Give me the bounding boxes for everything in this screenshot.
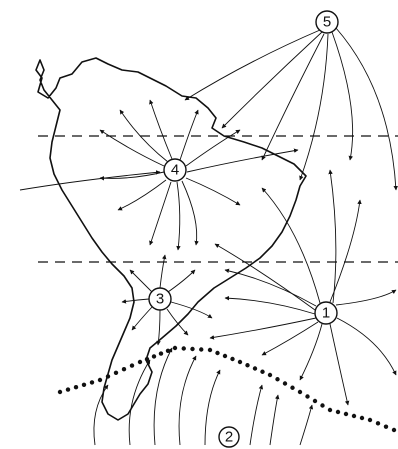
center-4: 4	[163, 158, 187, 182]
flow-arrow-4-6	[181, 180, 199, 246]
center-1: 1	[314, 301, 338, 325]
flow-arrow-1-4	[261, 321, 319, 356]
flow-arrow-4-4	[186, 148, 299, 173]
flow-arrow-4-0	[119, 109, 169, 163]
flow-arrow-5-0	[184, 29, 321, 101]
flow-arrow-2-1	[128, 359, 151, 446]
flow-arrow-4-3	[185, 129, 241, 167]
airflow-arrows	[19, 27, 398, 446]
flow-arrow-2-7	[299, 404, 314, 446]
center-4-label: 4	[171, 162, 179, 179]
center-3-label: 3	[156, 291, 164, 308]
center-2: 2	[218, 426, 240, 448]
polar-front-dotted-line	[57, 345, 397, 433]
flow-arrow-3-1	[159, 254, 167, 289]
flow-arrow-4-1	[149, 99, 173, 160]
center-2-label: 2	[225, 429, 233, 446]
flow-arrow-4-5	[185, 177, 241, 206]
flow-arrow-1-5	[299, 323, 323, 381]
flow-arrow-1-2	[224, 295, 316, 315]
flow-arrow-2-5	[249, 384, 264, 446]
flow-arrow-1-6	[329, 323, 350, 406]
flow-arrow-2-4	[204, 369, 221, 446]
flow-arrow-4-7	[176, 181, 181, 251]
flow-arrow-5-4	[331, 31, 354, 161]
center-5-label: 5	[323, 14, 331, 31]
flow-arrow-3-6	[131, 306, 153, 331]
flow-arrow-3-0	[129, 269, 153, 293]
flow-arrow-3-7	[121, 298, 150, 304]
flow-arrow-4-11	[99, 129, 165, 167]
flow-arrow-1-1	[224, 268, 317, 307]
flow-arrow-4-9	[117, 179, 167, 211]
flow-arrow-5-5	[335, 27, 398, 191]
flow-arrow-3-3	[170, 301, 213, 319]
south-america-coastline	[35, 57, 307, 421]
flow-arrow-3-5	[156, 309, 161, 346]
center-1-label: 1	[322, 305, 330, 322]
flow-arrow-4-8	[149, 181, 172, 246]
flow-arrow-4-2	[179, 109, 199, 161]
flow-arrow-5-1	[221, 31, 323, 129]
flow-arrow-3-2	[167, 269, 196, 293]
flow-arrow-3-4	[166, 308, 189, 336]
center-5: 5	[315, 10, 339, 34]
flow-arrow-1-10	[329, 199, 362, 303]
flow-arrow-1-8	[335, 289, 397, 306]
flow-arrow-5-3	[299, 33, 329, 181]
flow-arrow-5-2	[261, 33, 325, 161]
flow-arrow-2-0	[93, 384, 109, 446]
flow-arrow-1-7	[336, 317, 397, 376]
flow-arrow-1-3	[209, 317, 317, 340]
flow-arrow-2-3	[178, 355, 197, 446]
flow-arrow-1-9	[328, 169, 337, 304]
flow-arrow-1-11	[261, 187, 321, 304]
flow-arrow-2-6	[269, 394, 280, 446]
flow-arrow-2-2	[153, 347, 173, 446]
center-3: 3	[148, 287, 172, 311]
flow-arrow-1-0	[214, 243, 316, 311]
flow-arrow-4-12	[19, 170, 161, 191]
